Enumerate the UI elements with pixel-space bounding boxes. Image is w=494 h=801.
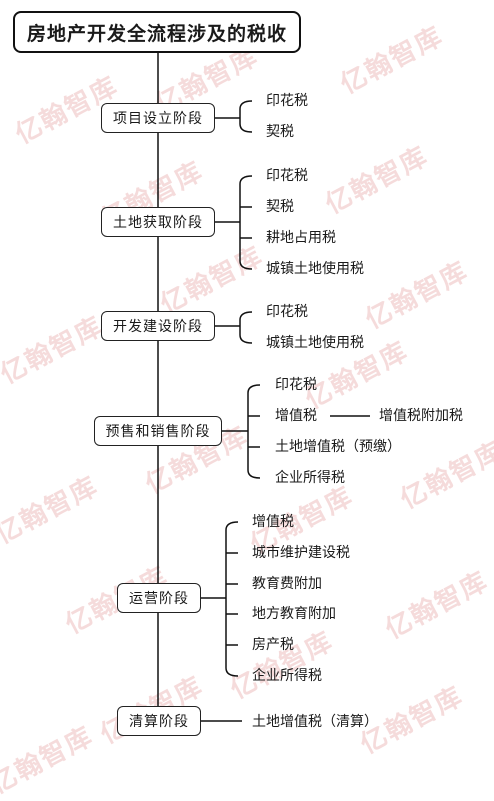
stage-box-5: 运营阶段 (117, 583, 201, 613)
tax-item: 耕地占用税 (266, 230, 336, 246)
stage-box-3: 开发建设阶段 (101, 311, 215, 341)
tax-item: 教育费附加 (252, 576, 322, 592)
tax-item: 契税 (266, 124, 294, 140)
branch-trunk-1 (239, 100, 253, 133)
tax-item-surcharge: 增值税附加税 (379, 408, 463, 424)
tax-item: 印花税 (266, 168, 308, 184)
branch-trunk-3 (239, 311, 253, 344)
tax-item: 增值税 (252, 514, 294, 530)
diagram-title: 房地产开发全流程涉及的税收 (13, 11, 301, 53)
tax-item: 城镇土地使用税 (266, 261, 364, 277)
stage-box-4: 预售和销售阶段 (94, 416, 222, 446)
tax-item: 印花税 (266, 93, 308, 109)
tax-item: 印花税 (275, 377, 317, 393)
tax-item: 城镇土地使用税 (266, 335, 364, 351)
tax-item: 城市维护建设税 (252, 545, 350, 561)
tax-item: 土地增值税（清算） (252, 714, 378, 730)
stage-box-1: 项目设立阶段 (101, 103, 215, 133)
branch-trunk-2 (239, 175, 253, 270)
tax-item: 增值税 (275, 408, 317, 424)
tax-flow-diagram: 亿翰智库亿翰智库亿翰智库亿翰智库亿翰智库亿翰智库亿翰智库亿翰智库亿翰智库亿翰智库… (0, 11, 494, 800)
tax-item: 土地增值税（预缴） (275, 439, 401, 455)
branch-trunk-4 (247, 384, 261, 479)
tax-item: 房产税 (252, 637, 294, 653)
tax-item: 印花税 (266, 304, 308, 320)
stage-box-6: 清算阶段 (117, 706, 201, 736)
connector-lines (157, 53, 370, 722)
tax-item: 企业所得税 (275, 470, 345, 486)
tax-item: 企业所得税 (252, 668, 322, 684)
tax-item: 地方教育附加 (252, 606, 336, 622)
stage-box-2: 土地获取阶段 (101, 207, 215, 237)
branch-trunk-5 (225, 521, 239, 677)
tax-item: 契税 (266, 199, 294, 215)
